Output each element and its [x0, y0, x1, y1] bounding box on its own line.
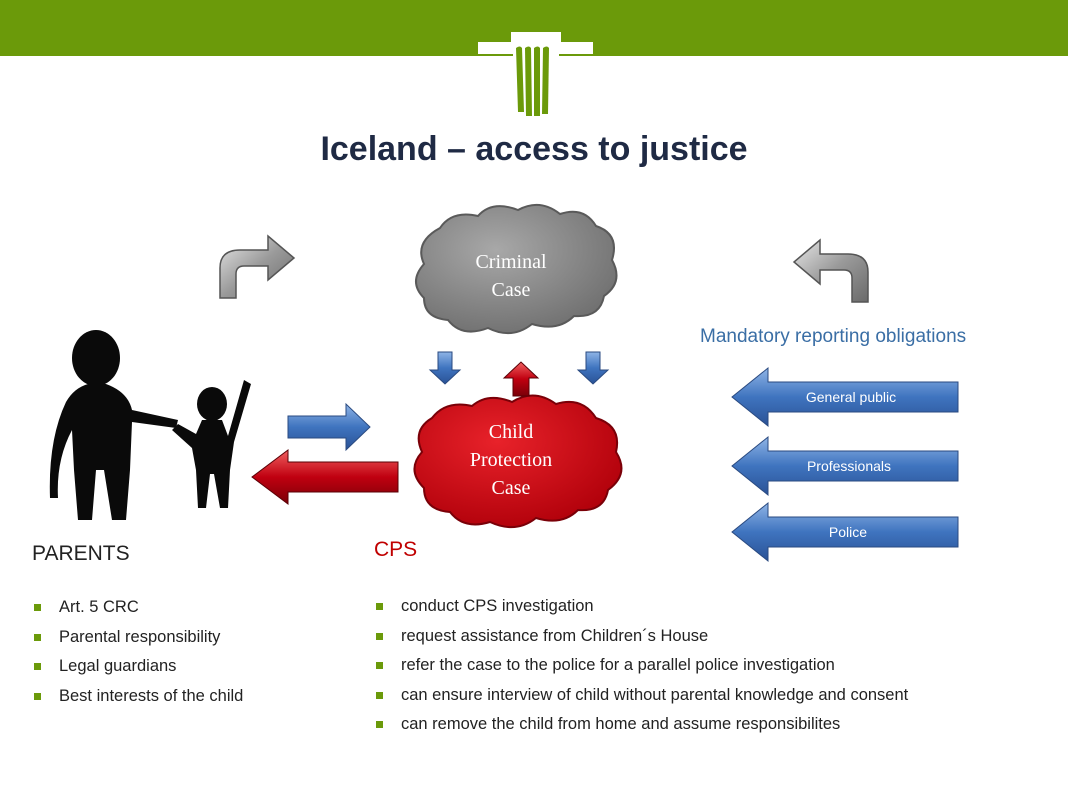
list-item: refer the case to the police for a paral… — [374, 651, 908, 681]
child-protection-line3: Case — [492, 477, 531, 499]
cps-list: conduct CPS investigation request assist… — [374, 592, 908, 740]
list-item: can remove the child from home and assum… — [374, 710, 908, 740]
down-arrow-left-icon — [428, 351, 462, 385]
parent-child-silhouette-icon — [49, 330, 251, 520]
list-item: Art. 5 CRC — [32, 593, 243, 623]
up-arrow-icon — [502, 361, 540, 397]
cps-heading: CPS — [374, 538, 418, 561]
mandatory-reporting-heading: Mandatory reporting obligations — [700, 326, 967, 347]
reporter-arrow-general-public: General public — [731, 366, 959, 428]
list-item: Parental responsibility — [32, 623, 243, 653]
criminal-case-cloud: Criminal Case — [415, 203, 618, 335]
reporter-arrow-professionals: Professionals — [731, 435, 959, 497]
parents-list: Art. 5 CRC Parental responsibility Legal… — [32, 593, 243, 711]
reporter-label-general-public: General public — [806, 389, 896, 405]
pillar-logo-icon — [478, 32, 593, 120]
page-title: Iceland – access to justice — [320, 130, 748, 168]
list-item: Legal guardians — [32, 652, 243, 682]
list-item: Best interests of the child — [32, 682, 243, 712]
curved-arrow-right-icon — [792, 238, 869, 303]
reporter-arrow-police: Police — [731, 501, 959, 563]
child-protection-line1: Child — [489, 421, 533, 443]
child-protection-line2: Protection — [470, 449, 552, 471]
right-arrow-icon — [287, 402, 371, 452]
left-arrow-icon — [251, 449, 399, 505]
criminal-case-line2: Case — [492, 279, 531, 301]
list-item: conduct CPS investigation — [374, 592, 908, 622]
criminal-case-line1: Criminal — [475, 251, 547, 273]
reporter-label-police: Police — [829, 524, 867, 540]
reporter-label-professionals: Professionals — [807, 458, 891, 474]
curved-arrow-left-icon — [219, 234, 296, 299]
child-protection-cloud: Child Protection Case — [413, 394, 623, 529]
parents-heading: PARENTS — [32, 542, 130, 565]
list-item: request assistance from Children´s House — [374, 622, 908, 652]
down-arrow-right-icon — [576, 351, 610, 385]
list-item: can ensure interview of child without pa… — [374, 681, 908, 711]
